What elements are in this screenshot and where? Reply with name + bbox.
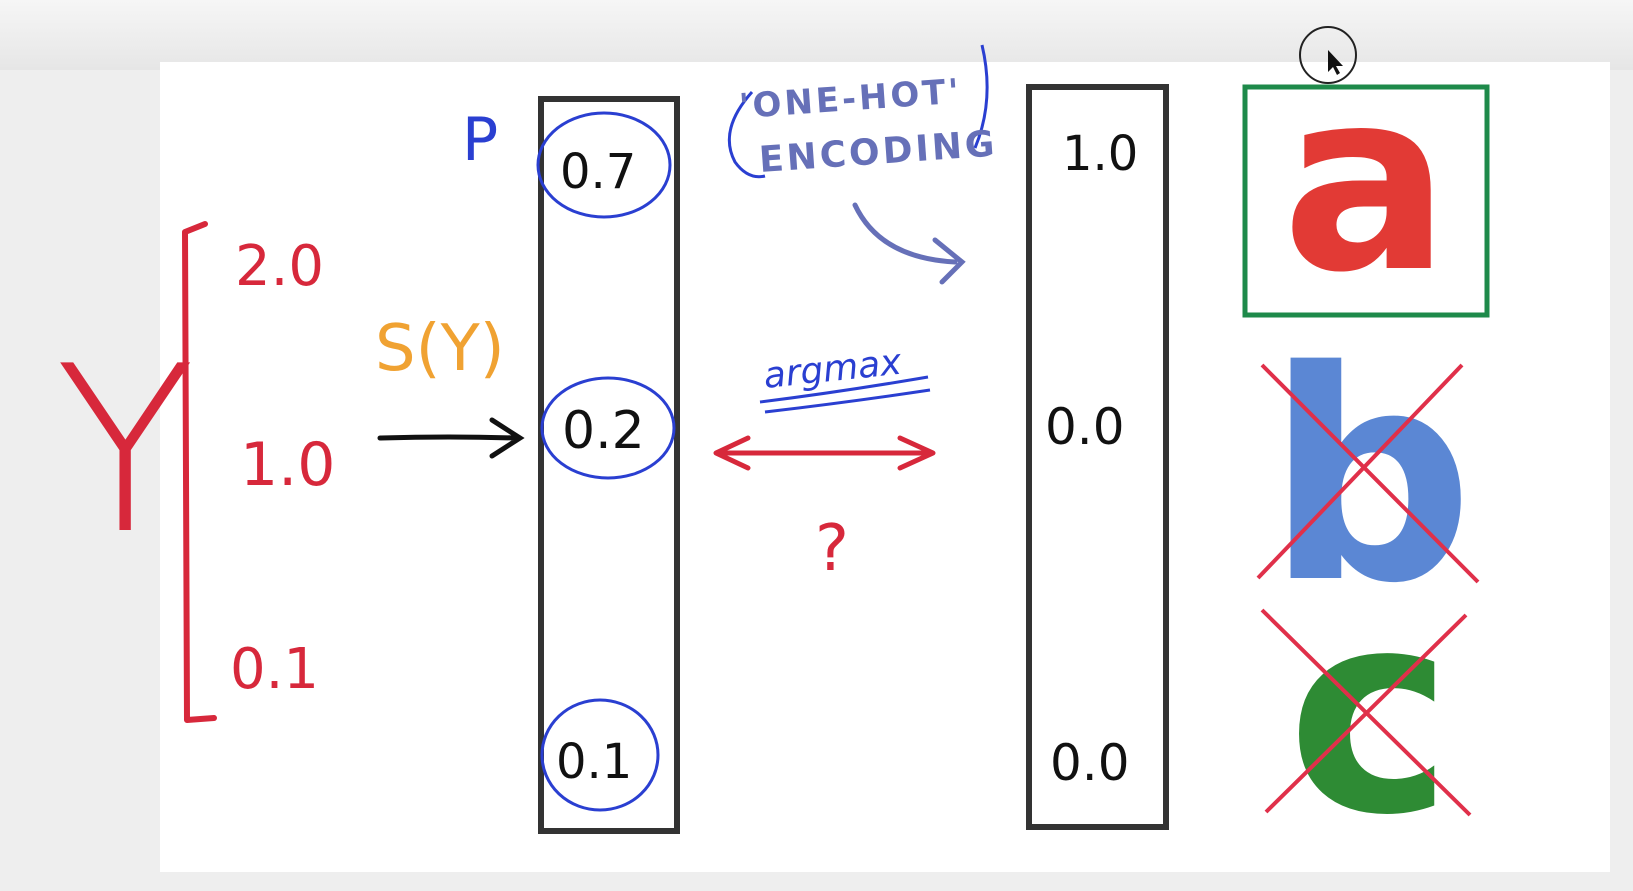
prob-value: 0.7 (560, 144, 636, 200)
encoding-line2: ENCODING (758, 123, 999, 181)
cross-out-c (1260, 608, 1472, 817)
class-letter-b: b (1266, 310, 1474, 647)
softmax-arrow (377, 417, 525, 459)
cross-out-b (1256, 363, 1480, 584)
logits-bracket (182, 221, 217, 723)
prob-circle (540, 376, 676, 480)
encoding-paren-left (727, 91, 766, 179)
question-mark: ? (815, 512, 849, 586)
prob-value: 0.2 (562, 401, 645, 461)
encoding-arrow (852, 202, 966, 285)
prob-label: P (462, 105, 498, 175)
encoding-line1: 'ONE-HOT' (738, 72, 963, 127)
logit-value: 2.0 (235, 234, 324, 299)
whiteboard (160, 62, 1610, 872)
prob-value: 0.1 (556, 734, 632, 790)
onehot-value: 0.0 (1050, 734, 1130, 792)
logit-value: 0.1 (230, 637, 319, 702)
onehot-value: 1.0 (1062, 126, 1138, 182)
onehot-value: 0.0 (1045, 398, 1125, 456)
selected-class-box (1242, 84, 1490, 318)
cursor-icon (1328, 50, 1343, 75)
prob-circle (536, 111, 672, 219)
prob-circle (540, 698, 660, 812)
prob-column (538, 96, 680, 834)
top-shade (0, 0, 1633, 70)
argmax-underline (759, 375, 931, 414)
encoding-paren-right (973, 44, 989, 149)
class-letter-a: a (1282, 36, 1451, 327)
onehot-column (1026, 84, 1169, 830)
cursor-ring (1299, 26, 1357, 84)
compare-arrow (713, 435, 936, 471)
logit-value: 1.0 (240, 430, 335, 500)
y-label: Y (55, 318, 196, 585)
argmax-label: argmax (762, 342, 904, 397)
softmax-label: S(Y) (375, 312, 505, 386)
